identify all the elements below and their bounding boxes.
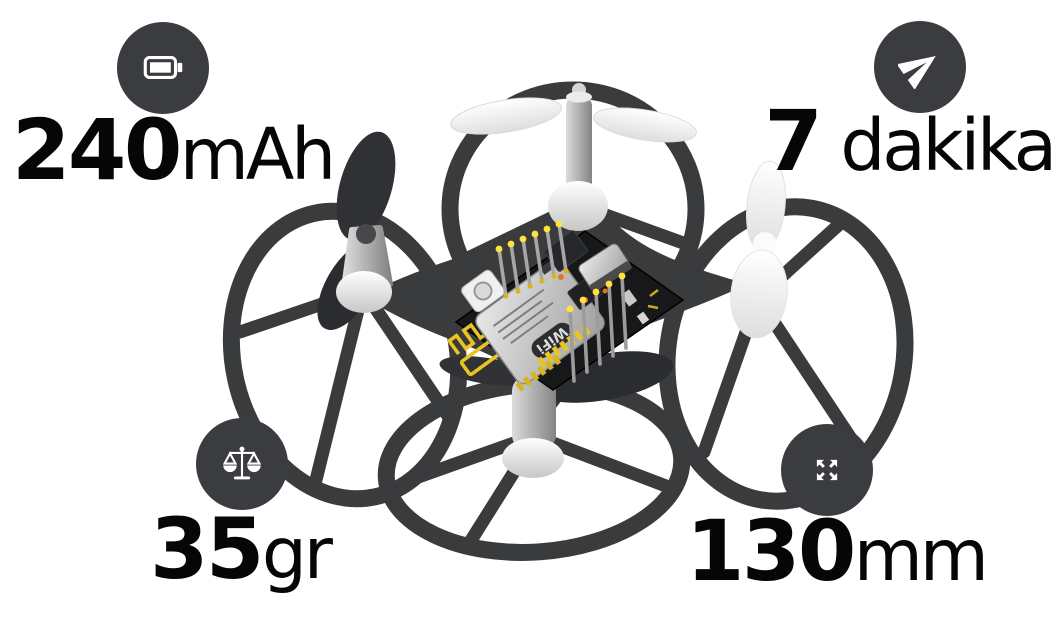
ring-spokes [233, 198, 859, 549]
pcb-button [461, 269, 505, 313]
weight-badge [196, 418, 288, 510]
flight-time-value: 7 [764, 92, 822, 190]
usb-connector [578, 243, 632, 293]
flight-controller-pcb: WiFi [446, 220, 685, 392]
right-motor-propeller [730, 160, 788, 339]
flight-time-unit: dakika [840, 104, 1056, 187]
weight-value: 35 [150, 500, 264, 598]
pcb-gold-pads [515, 324, 591, 392]
battery-unit: mAh [179, 113, 336, 196]
battery-value: 240 [12, 101, 182, 199]
frame-size-badge [781, 424, 873, 516]
bottom-motor-propeller [439, 351, 674, 478]
frame-size-unit: mm [853, 514, 989, 597]
weight-spec: 35gr [150, 507, 333, 591]
top-motor-propeller [450, 83, 697, 231]
weight-unit: gr [261, 512, 333, 595]
scale-icon [222, 446, 262, 480]
frame-size-value: 130 [686, 502, 856, 600]
battery-spec: 240mAh [12, 108, 336, 192]
flight-time-badge [874, 21, 966, 113]
frame-size-spec: 130mm [686, 509, 989, 593]
pcb-pin-headers [495, 220, 628, 383]
paper-plane-icon [898, 55, 936, 89]
expand-arrows-icon [816, 459, 838, 481]
prop-guard-ring-right [658, 198, 914, 510]
left-motor-propeller [317, 131, 396, 330]
battery-badge [117, 22, 209, 114]
battery-icon [143, 56, 183, 79]
